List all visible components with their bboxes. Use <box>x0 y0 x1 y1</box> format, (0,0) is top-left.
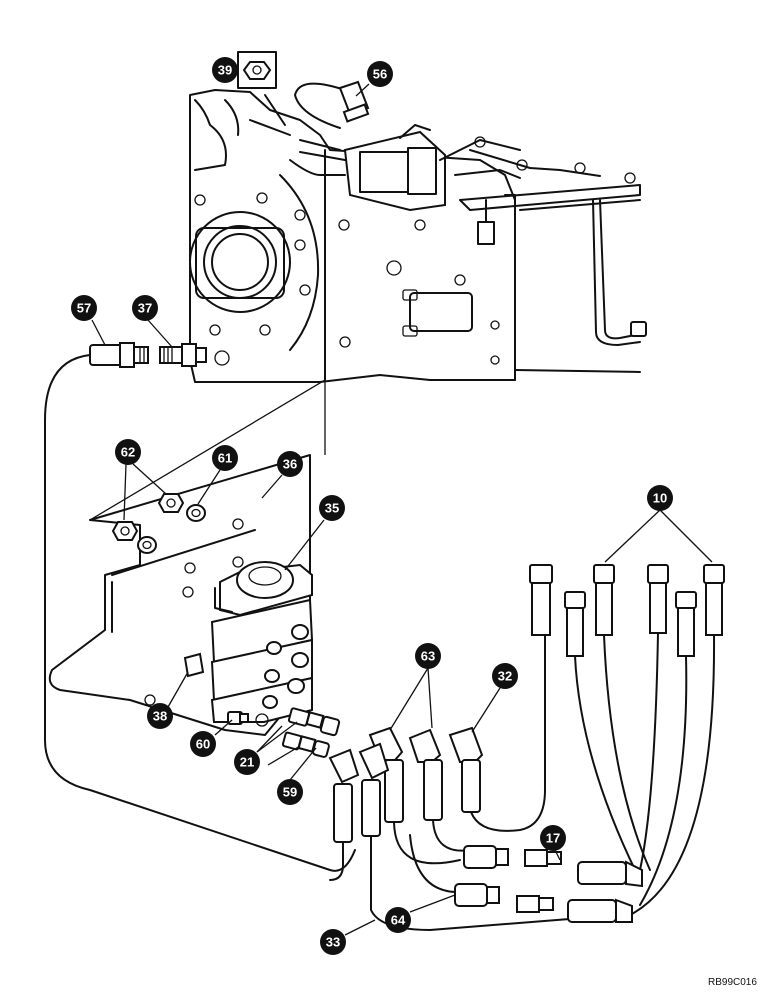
svg-text:62: 62 <box>121 445 135 460</box>
part-17-couplers <box>463 845 643 888</box>
supply-hose-loop <box>44 354 356 872</box>
callout-37: 37 <box>132 295 158 321</box>
svg-text:21: 21 <box>240 755 254 770</box>
svg-text:64: 64 <box>391 913 406 928</box>
part-61-washers <box>137 504 206 554</box>
valve-sections <box>210 598 314 727</box>
part-62-nuts <box>111 493 185 541</box>
svg-text:36: 36 <box>283 457 297 472</box>
svg-text:17: 17 <box>546 831 560 846</box>
svg-text:38: 38 <box>153 709 167 724</box>
svg-text:39: 39 <box>218 63 232 78</box>
callout-33: 33 <box>320 929 346 955</box>
leader-lines <box>91 83 713 936</box>
part-37-fitting <box>159 343 207 367</box>
callout-32: 32 <box>492 663 518 689</box>
part-39-nut-inset <box>237 51 277 89</box>
part-32-elbow-hose <box>448 726 484 813</box>
reference-code: RB99C016 <box>708 977 757 988</box>
callout-56: 56 <box>367 61 393 87</box>
callout-61: 61 <box>212 445 238 471</box>
part-64-couplers <box>454 883 633 923</box>
callout-59: 59 <box>277 779 303 805</box>
transmission-housing <box>189 82 647 383</box>
callout-60: 60 <box>190 731 216 757</box>
svg-text:35: 35 <box>325 501 339 516</box>
svg-text:33: 33 <box>326 935 340 950</box>
svg-text:61: 61 <box>218 451 232 466</box>
callout-10: 10 <box>647 485 673 511</box>
part-10-hoses <box>529 564 725 916</box>
part-38-plug <box>183 652 205 678</box>
svg-text:60: 60 <box>196 737 210 752</box>
callout-39: 39 <box>212 57 238 83</box>
bracket-elbow-hoses <box>328 742 390 843</box>
part-57-fitting <box>89 342 149 368</box>
part-35-valve-body <box>214 561 313 617</box>
svg-text:37: 37 <box>138 301 152 316</box>
callout-57: 57 <box>71 295 97 321</box>
callout-36: 36 <box>277 451 303 477</box>
callout-64: 64 <box>385 907 411 933</box>
callout-17: 17 <box>540 825 566 851</box>
part-56-fitting <box>338 80 370 123</box>
callout-35: 35 <box>319 495 345 521</box>
svg-text:57: 57 <box>77 301 91 316</box>
svg-text:10: 10 <box>653 491 667 506</box>
svg-text:56: 56 <box>373 67 387 82</box>
callout-38: 38 <box>147 703 173 729</box>
part-63-elbow-hoses <box>368 726 443 823</box>
part-59-adapters <box>281 731 330 758</box>
part-60-plug <box>227 711 249 725</box>
callout-63: 63 <box>415 643 441 669</box>
part-21-adapters <box>287 707 341 737</box>
callout-21: 21 <box>234 749 260 775</box>
svg-text:59: 59 <box>283 785 297 800</box>
callout-62: 62 <box>115 439 141 465</box>
svg-text:63: 63 <box>421 649 435 664</box>
svg-text:32: 32 <box>498 669 512 684</box>
